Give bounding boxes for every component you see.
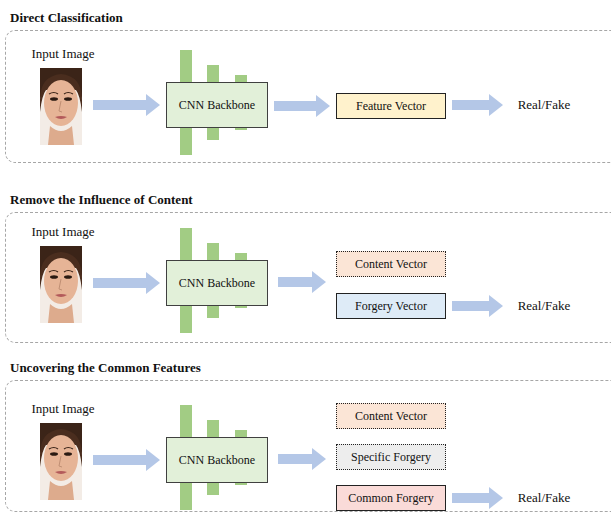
flow-arrow (278, 271, 326, 293)
output-label: Real/Fake (509, 294, 579, 318)
vector-box: Feature Vector (336, 93, 446, 119)
flow-arrow (274, 95, 330, 117)
image-caption: Input Image (31, 224, 94, 240)
process-box: CNN Backbone (166, 437, 268, 483)
vector-box: Content Vector (336, 251, 446, 277)
process-box: CNN Backbone (166, 82, 268, 128)
box-label: Feature Vector (356, 99, 426, 114)
output-label: Real/Fake (509, 486, 579, 510)
box-label: Content Vector (355, 257, 427, 272)
box-label: Content Vector (355, 409, 427, 424)
dashed-panel: Uncovering the Common FeaturesInput Imag… (5, 380, 611, 512)
dashed-panel: Remove the Influence of ContentInput Ima… (5, 212, 611, 343)
box-label: CNN Backbone (179, 98, 255, 113)
box-label: Specific Forgery (351, 450, 431, 465)
flow-arrow (93, 272, 160, 294)
box-label: Real/Fake (518, 298, 571, 314)
panel-heading: Direct Classification (10, 10, 123, 26)
box-label: Real/Fake (518, 490, 571, 506)
vector-box: Forgery Vector (336, 293, 446, 319)
flow-arrow (278, 448, 326, 470)
image-caption: Input Image (31, 401, 94, 417)
vector-box: Specific Forgery (336, 444, 446, 470)
dashed-panel: Direct ClassificationInput ImageCNN Back… (5, 30, 611, 163)
vector-box: Common Forgery (336, 485, 446, 511)
box-label: CNN Backbone (179, 453, 255, 468)
box-label: Real/Fake (518, 97, 571, 113)
image-caption: Input Image (31, 46, 94, 62)
box-label: Common Forgery (348, 491, 433, 506)
box-label: Forgery Vector (355, 299, 427, 314)
flow-arrow (93, 449, 160, 471)
flow-arrow (93, 94, 160, 116)
panel-heading: Remove the Influence of Content (10, 192, 193, 208)
panel-heading: Uncovering the Common Features (10, 360, 201, 376)
face-image (40, 423, 82, 500)
input-image: Input Image (39, 224, 87, 324)
output-label: Real/Fake (509, 93, 579, 117)
face-image (40, 68, 82, 145)
flow-arrow (452, 94, 503, 116)
input-image: Input Image (39, 46, 87, 146)
flow-arrow (452, 295, 503, 317)
process-box: CNN Backbone (166, 260, 268, 306)
box-label: CNN Backbone (179, 276, 255, 291)
input-image: Input Image (39, 401, 87, 501)
flow-arrow (452, 487, 503, 509)
vector-box: Content Vector (336, 403, 446, 429)
face-image (40, 246, 82, 323)
